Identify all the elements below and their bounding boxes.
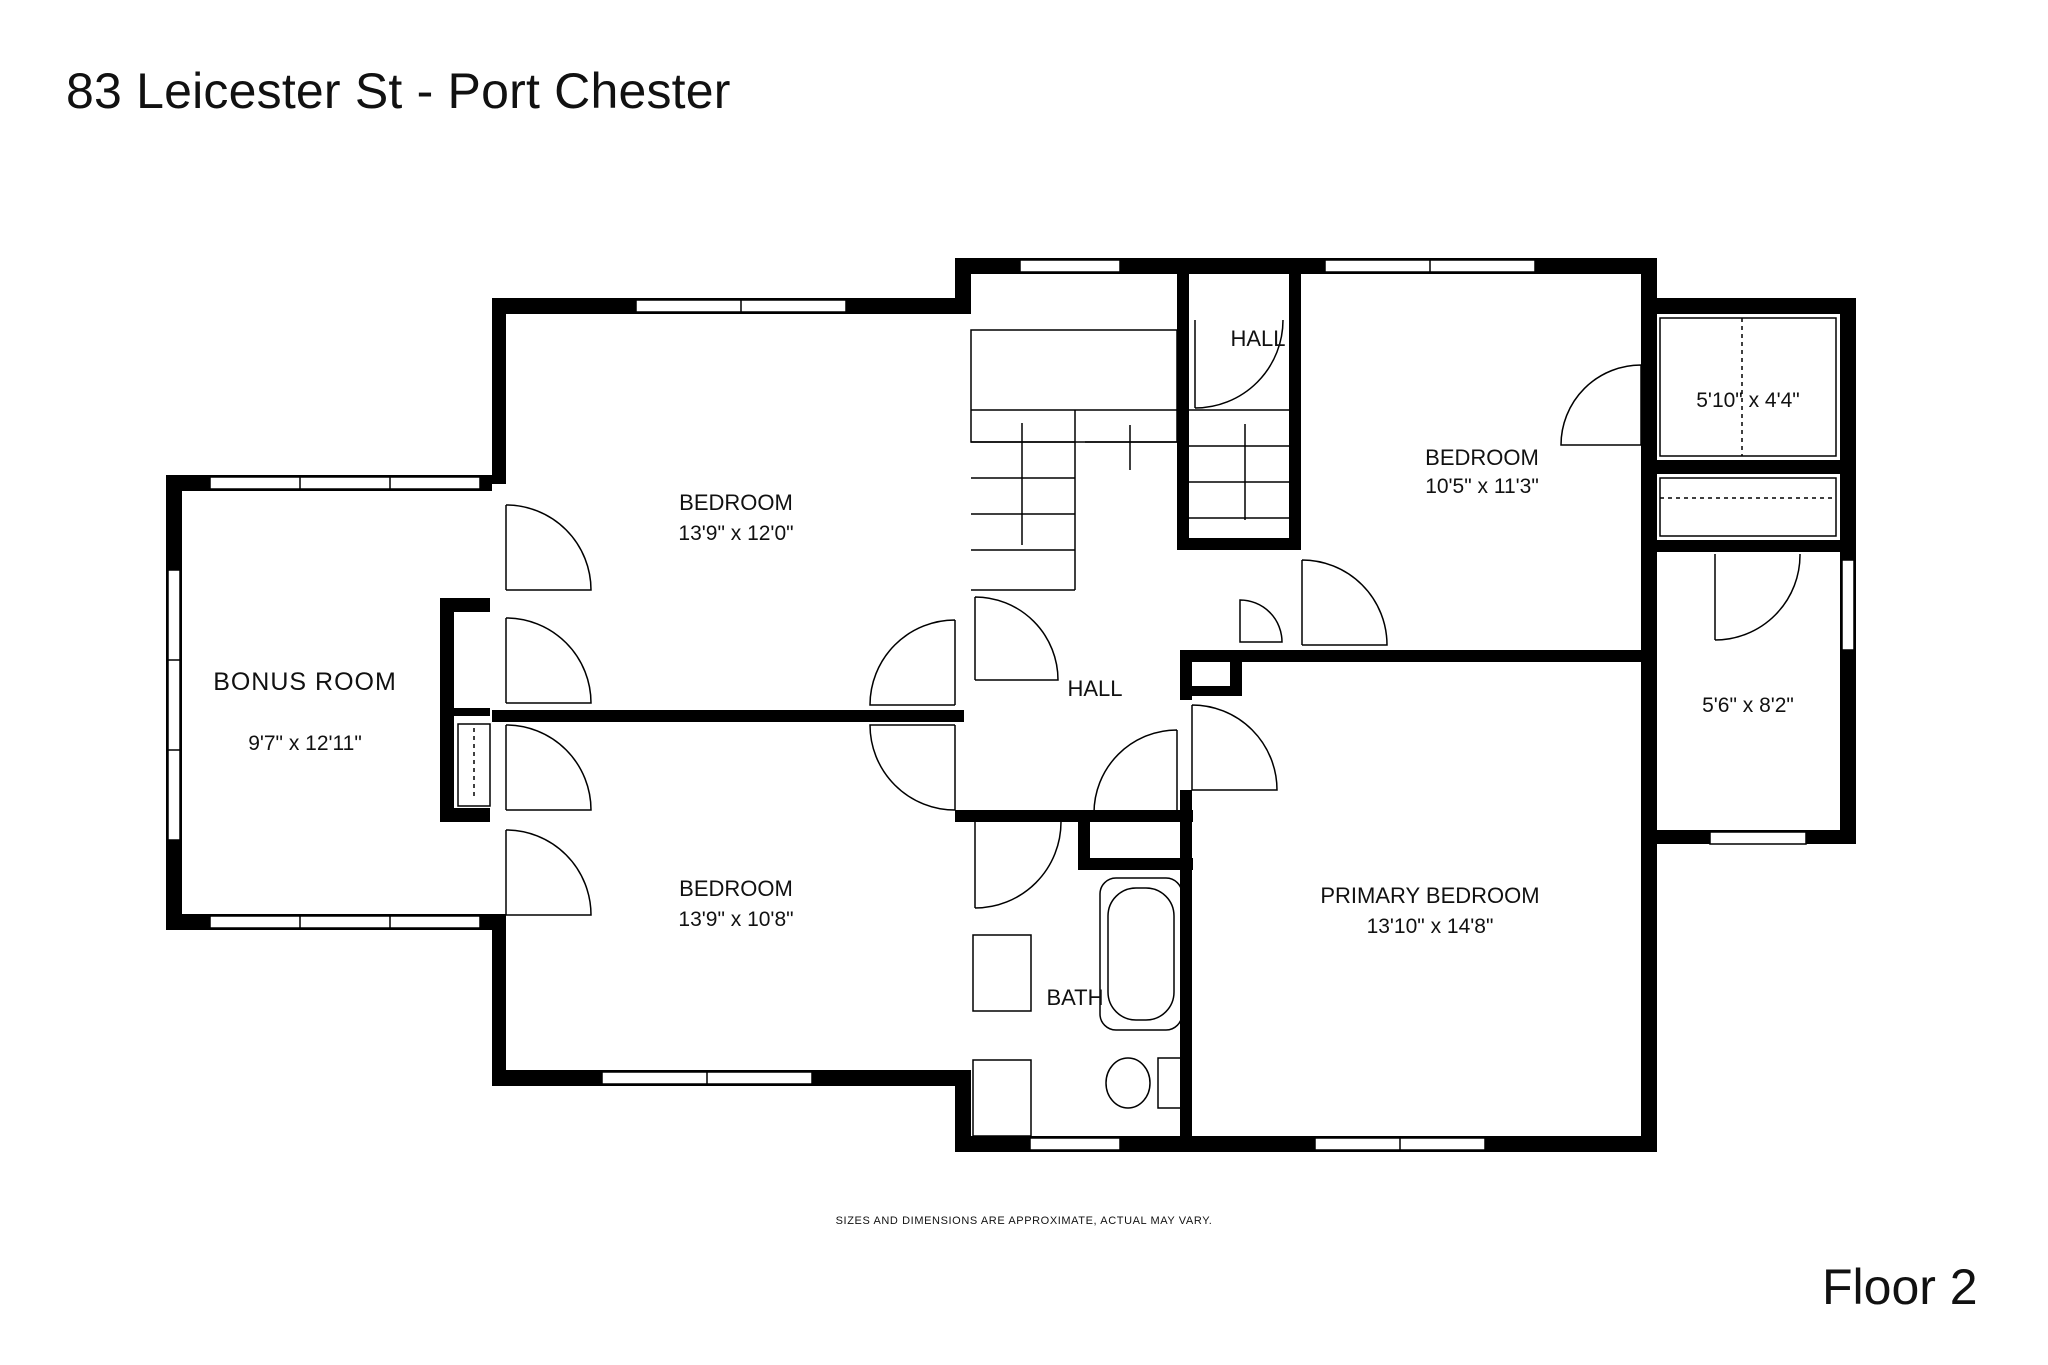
bedroom-right-size: 10'5" x 11'3"	[1425, 475, 1539, 498]
bedroom-lower-left-name: BEDROOM	[679, 876, 793, 901]
room-labels: BONUS ROOM 9'7" x 12'11" BEDROOM 13'9" x…	[213, 326, 1800, 1010]
doors	[505, 319, 1801, 916]
primary-bedroom-size: 13'10" x 14'8"	[1367, 915, 1494, 938]
bedroom-upper-left-name: BEDROOM	[679, 490, 793, 515]
bedroom-right-name: BEDROOM	[1425, 445, 1539, 470]
stairs	[970, 329, 1289, 591]
floor-label: Floor 2	[1822, 1259, 1978, 1315]
window-mullions	[168, 260, 1431, 1150]
hall-center-name: HALL	[1067, 676, 1122, 701]
hall-top-name: HALL	[1230, 326, 1285, 351]
bedroom-upper-left-size: 13'9" x 12'0"	[678, 522, 793, 545]
fixtures	[457, 317, 1837, 1137]
closet-upper-right-size: 5'10" x 4'4"	[1696, 389, 1800, 412]
bath-name: BATH	[1046, 985, 1103, 1010]
primary-bedroom-name: PRIMARY BEDROOM	[1320, 883, 1539, 908]
walls	[166, 258, 1856, 1152]
page-title: 83 Leicester St - Port Chester	[66, 63, 731, 119]
disclaimer: SIZES AND DIMENSIONS ARE APPROXIMATE, AC…	[835, 1215, 1213, 1227]
bedroom-lower-left-size: 13'9" x 10'8"	[678, 908, 793, 931]
windows	[167, 259, 1855, 1151]
bonus-room-name: BONUS ROOM	[213, 668, 397, 696]
bonus-room-size: 9'7" x 12'11"	[248, 732, 362, 755]
room-right-size: 5'6" x 8'2"	[1702, 694, 1794, 717]
